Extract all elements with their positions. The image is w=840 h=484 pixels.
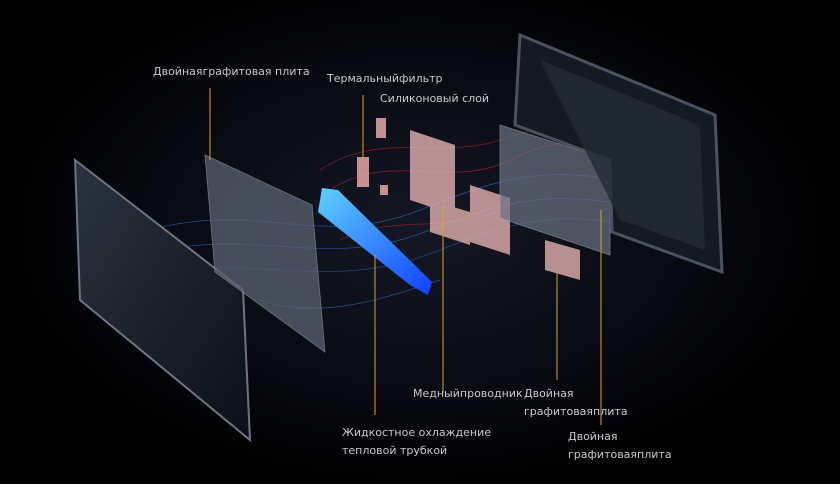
label-thermal-filter: Термальныйфильтр (327, 72, 443, 85)
label-line: графитоваяплита (568, 448, 672, 461)
phone-internals (540, 60, 705, 250)
leader-lines (209, 88, 602, 425)
graphite-plate-right (499, 124, 611, 256)
label-copper-conductor: Медныйпроводник (413, 387, 523, 400)
label-line: Двойная (568, 430, 618, 443)
graphite-plate-left (204, 154, 326, 353)
label-liquid-cooling: Жидкостное охлаждение тепловой трубкой (342, 424, 491, 460)
label-line: графитоваяплита (524, 405, 628, 418)
label-line: Жидкостное охлаждение (342, 426, 492, 439)
display-glass (73, 157, 252, 443)
label-dual-graphite-mid: Двойная графитоваяплита (524, 385, 628, 421)
vapor-chamber-pipe (318, 188, 432, 295)
label-line: Двойная (524, 387, 574, 400)
label-silicone-layer: Силиконовый слой (380, 92, 490, 105)
label-dual-graphite-top: Двойнаяграфитовая плита (153, 65, 310, 78)
silicone-piece (380, 185, 388, 195)
silicone-piece (376, 118, 386, 138)
label-line: тепловой трубкой (342, 444, 448, 457)
label-dual-graphite-right: Двойная графитоваяплита (568, 428, 672, 464)
thermal-filter-piece (357, 157, 369, 187)
